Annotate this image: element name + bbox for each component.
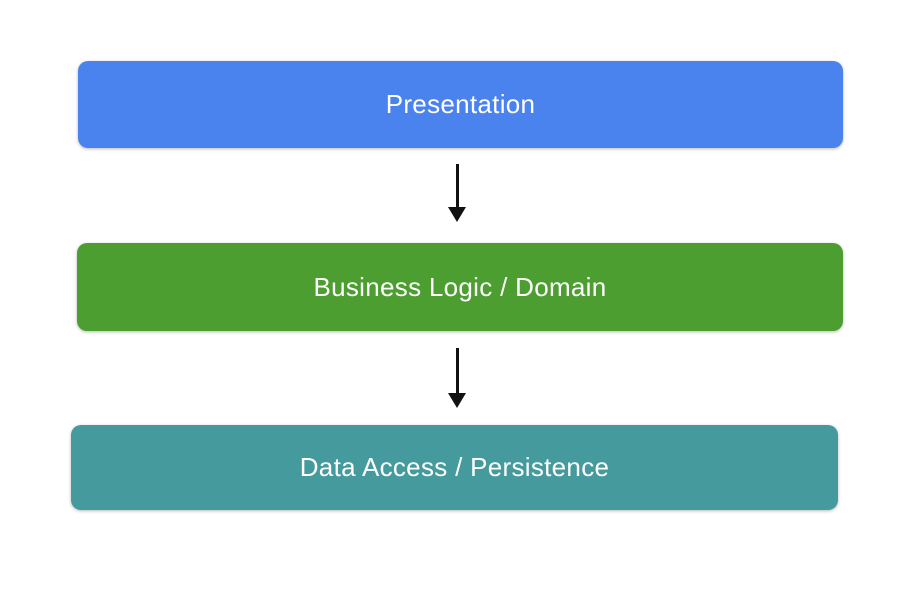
layer-box-presentation: Presentation [78,61,843,148]
arrow-head [448,207,466,222]
layer-label-presentation: Presentation [385,89,536,119]
layer-label-business-logic: Business Logic / Domain [313,271,607,302]
layer-box-data-access: Data Access / Persistence [71,425,838,510]
arrow-shaft [455,348,459,393]
down-arrow-icon [448,348,466,408]
down-arrow-icon [448,164,466,222]
layer-box-business-logic: Business Logic / Domain [77,243,843,331]
arrow-head [448,393,466,408]
arrow-shaft [455,164,459,207]
layer-label-data-access: Data Access / Persistence [299,452,610,482]
